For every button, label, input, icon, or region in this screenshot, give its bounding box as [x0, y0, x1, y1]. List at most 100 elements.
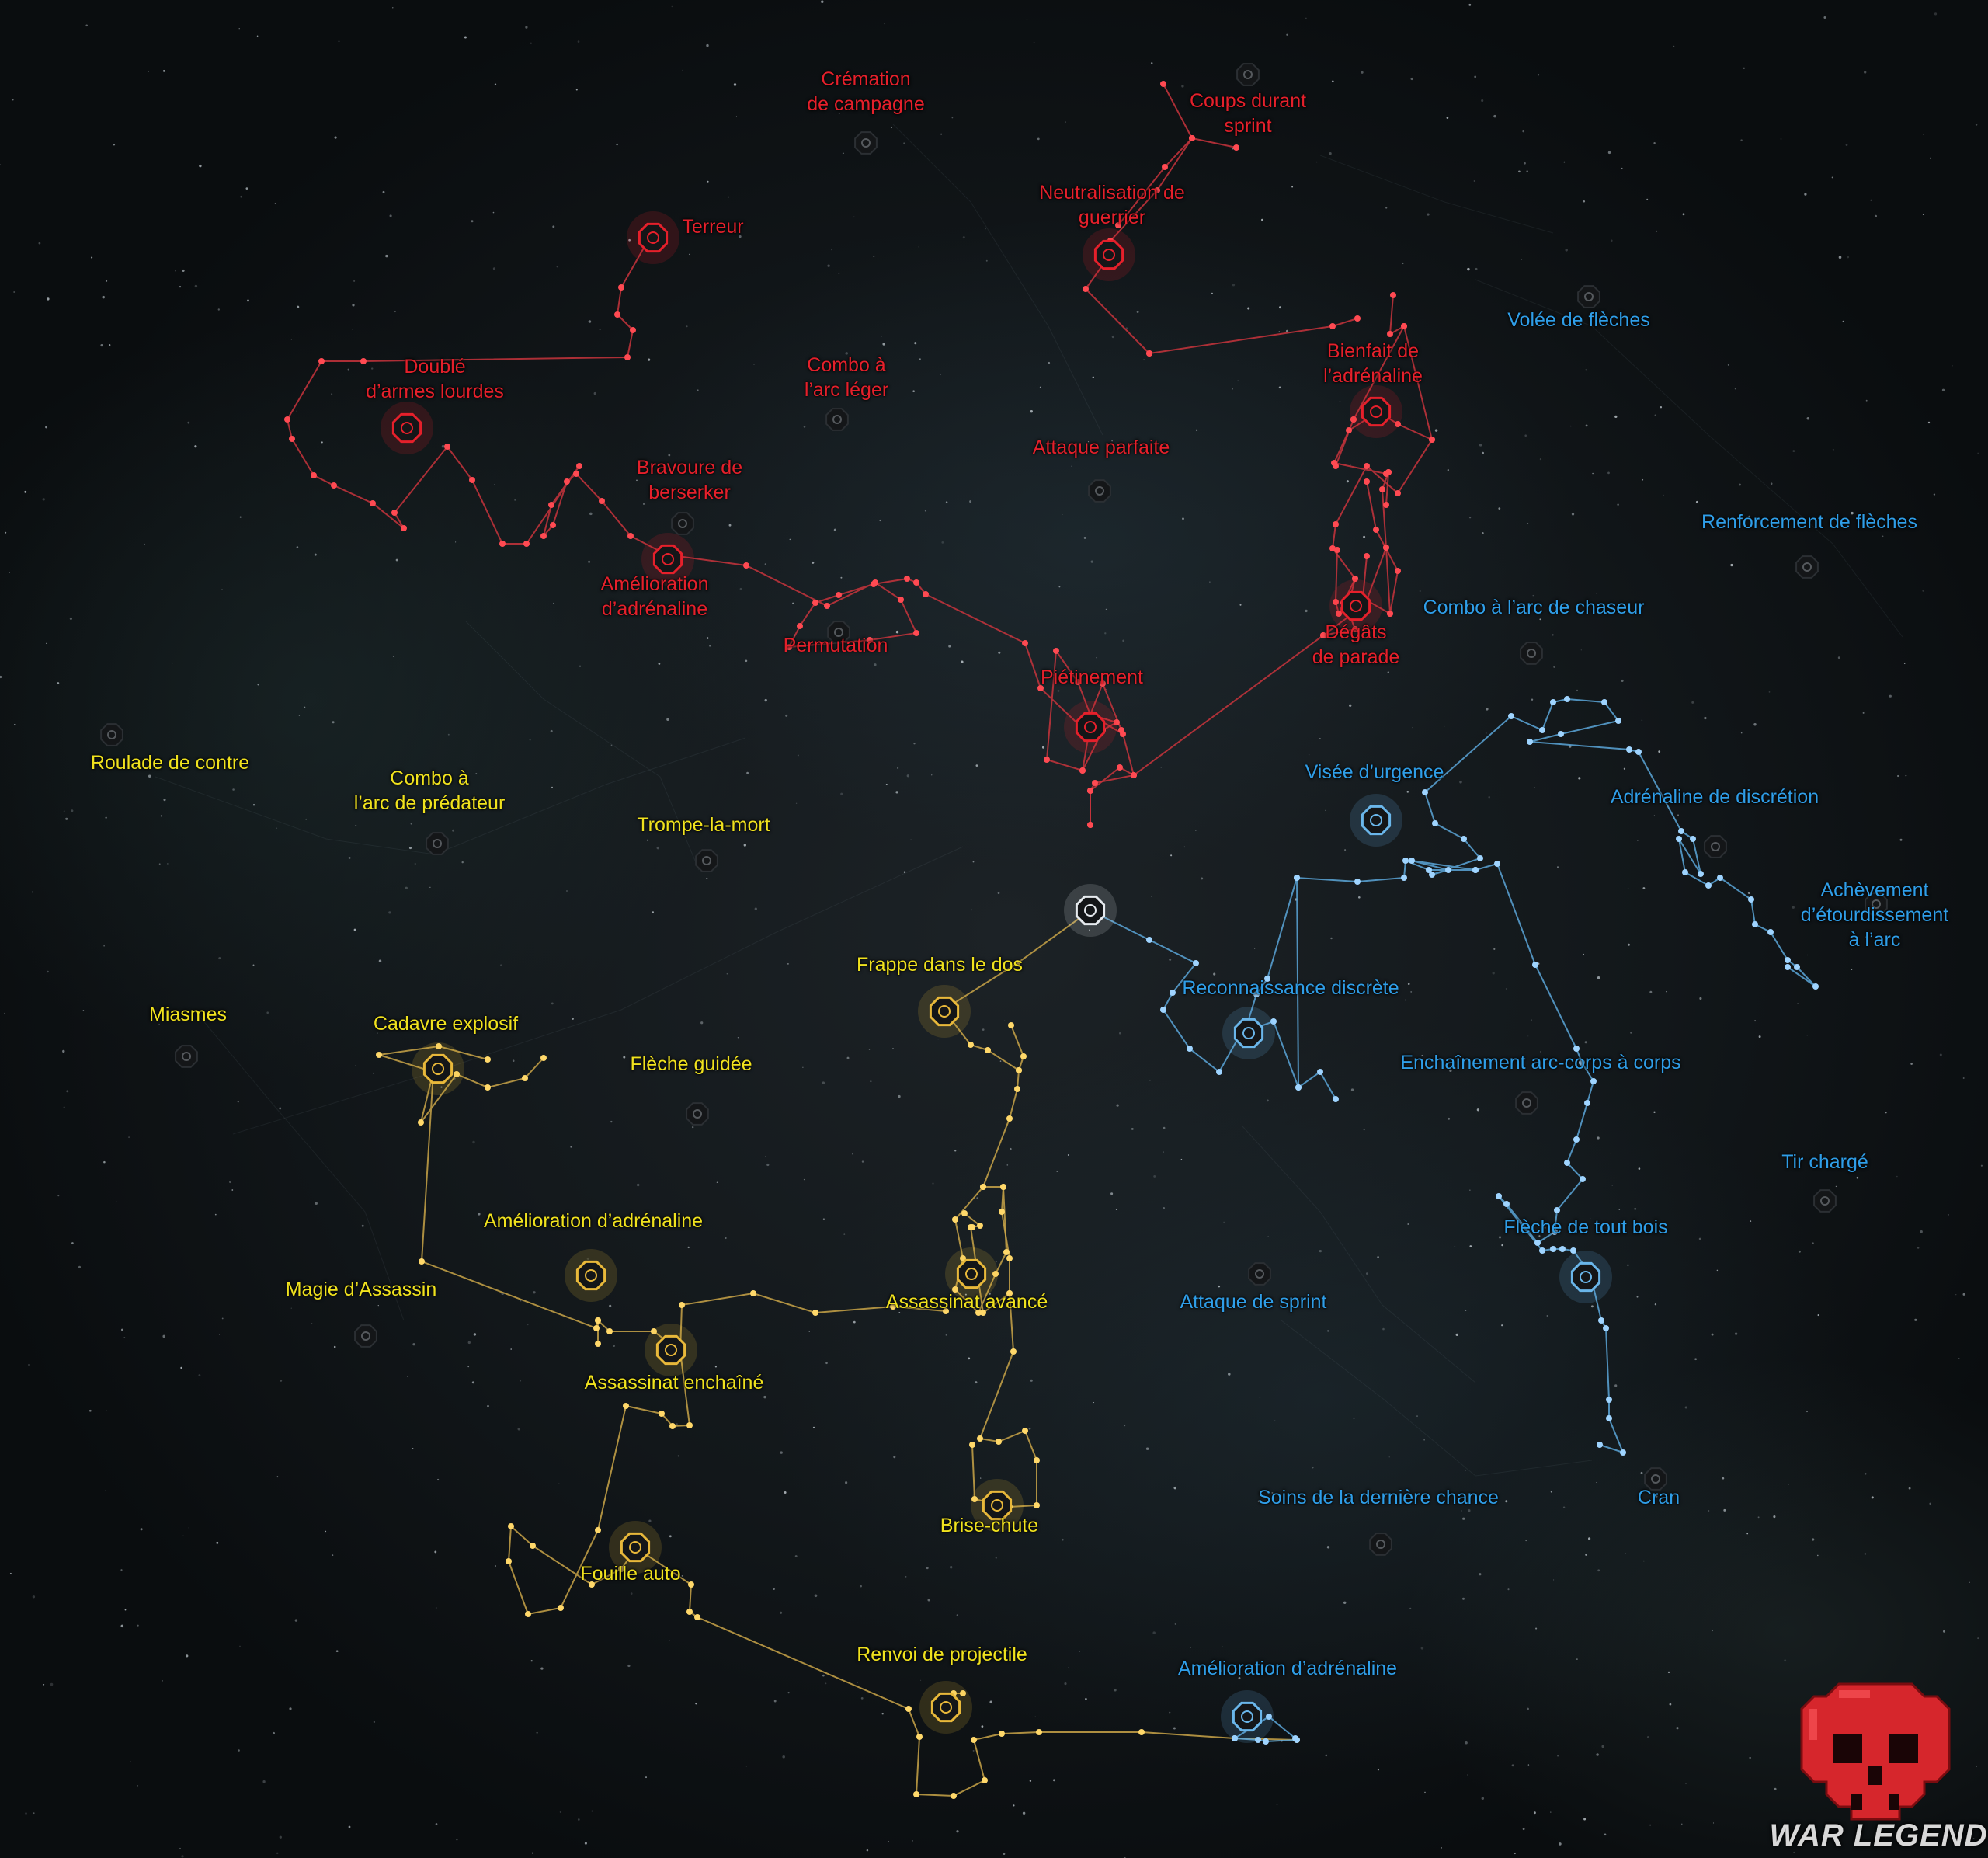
skill-label-cran[interactable]: Cran: [1638, 1485, 1680, 1510]
constellation-star: [630, 327, 636, 333]
skill-label-fleche-tout-bois[interactable]: Flèche de tout bois: [1503, 1215, 1667, 1240]
node-terreur[interactable]: [627, 211, 679, 264]
star: [1181, 85, 1184, 88]
node-amelioration-yellow[interactable]: [565, 1249, 617, 1302]
node-enchainement[interactable]: [1515, 1091, 1538, 1115]
star: [1583, 953, 1584, 955]
node-brise-chute[interactable]: [971, 1479, 1024, 1532]
node-achevement[interactable]: [1865, 892, 1888, 916]
skill-label-line: d’adrénaline: [601, 598, 708, 620]
node-degats-parade[interactable]: [1329, 579, 1382, 632]
skill-label-enchainement[interactable]: Enchaînement arc-corps à corps: [1400, 1050, 1680, 1075]
node-renforcement[interactable]: [1795, 555, 1819, 579]
skill-label-soins[interactable]: Soins de la dernière chance: [1258, 1485, 1499, 1510]
star: [47, 970, 49, 973]
skill-label-brise-chute[interactable]: Brise-chute: [940, 1513, 1038, 1538]
skill-label-fleche-guidee[interactable]: Flèche guidée: [630, 1052, 752, 1077]
star: [353, 280, 356, 282]
node-visee[interactable]: [1350, 794, 1402, 847]
skill-label-visee[interactable]: Visée d’urgence: [1305, 760, 1444, 785]
node-volee[interactable]: [1577, 285, 1600, 308]
node-fleche-tout-bois[interactable]: [1559, 1251, 1612, 1303]
skill-label-combo-chaseur[interactable]: Combo à l’arc de chaseur: [1423, 595, 1645, 620]
node-cremation[interactable]: [854, 131, 878, 155]
skill-label-pietinement[interactable]: Piétinement: [1041, 665, 1143, 690]
skill-label-reconnaissance[interactable]: Reconnaissance discrète: [1182, 976, 1399, 1000]
skill-label-frappe-dos[interactable]: Frappe dans le dos: [857, 952, 1023, 977]
skill-label-assassinat-enchaine[interactable]: Assassinat enchaîné: [585, 1370, 764, 1395]
start-node[interactable]: [1064, 884, 1117, 937]
node-assassinat-avance[interactable]: [945, 1247, 998, 1300]
node-bravoure[interactable]: [671, 512, 694, 535]
node-miasmes[interactable]: [175, 1045, 198, 1068]
node-cadavre[interactable]: [412, 1042, 464, 1095]
skill-label-terreur[interactable]: Terreur: [682, 214, 743, 239]
node-adrenaline-discretion[interactable]: [1704, 835, 1727, 858]
node-renvoi[interactable]: [919, 1681, 972, 1734]
node-coups-sprint[interactable]: [1236, 63, 1260, 86]
star: [1232, 388, 1233, 390]
node-reconnaissance[interactable]: [1222, 1007, 1275, 1059]
constellation-star: [391, 510, 398, 516]
node-trompe-mort[interactable]: [695, 849, 718, 872]
constellation-star: [1154, 187, 1160, 193]
star: [1195, 830, 1197, 832]
node-amelioration-blue[interactable]: [1221, 1690, 1274, 1743]
node-tir-charge[interactable]: [1813, 1189, 1837, 1213]
skill-label-adrenaline-discretion[interactable]: Adrénaline de discrétion: [1611, 785, 1819, 809]
node-soins[interactable]: [1369, 1533, 1392, 1556]
node-combo-chaseur[interactable]: [1520, 642, 1543, 665]
skill-label-magie-assassin[interactable]: Magie d’Assassin: [286, 1277, 437, 1302]
node-fleche-guidee[interactable]: [686, 1102, 709, 1126]
skill-label-assassinat-avance[interactable]: Assassinat avancé: [886, 1289, 1048, 1314]
star: [1565, 249, 1568, 252]
skill-label-attaque-sprint[interactable]: Attaque de sprint: [1180, 1289, 1326, 1314]
star: [577, 1818, 580, 1821]
skill-label-tir-charge[interactable]: Tir chargé: [1781, 1150, 1868, 1174]
node-combo-predateur[interactable]: [426, 832, 449, 855]
skill-label-miasmes[interactable]: Miasmes: [149, 1002, 227, 1027]
skill-label-roulade[interactable]: Roulade de contre: [91, 750, 249, 775]
node-magie-assassin[interactable]: [354, 1324, 377, 1348]
node-neutralisation[interactable]: [1083, 228, 1135, 281]
skill-label-attaque-parfaite[interactable]: Attaque parfaite: [1033, 435, 1170, 460]
constellation-star: [595, 1317, 601, 1324]
node-pietinement[interactable]: [1064, 701, 1117, 753]
node-attaque-parfaite[interactable]: [1088, 479, 1111, 503]
skill-label-cadavre[interactable]: Cadavre explosif: [374, 1011, 518, 1036]
node-permutation[interactable]: [827, 621, 850, 644]
star: [1621, 167, 1623, 169]
node-cran[interactable]: [1644, 1467, 1667, 1491]
node-assassinat-enchaine[interactable]: [645, 1324, 697, 1376]
node-attaque-sprint[interactable]: [1248, 1262, 1271, 1286]
constellation-star: [688, 1581, 694, 1588]
constellation-star: [1264, 976, 1270, 982]
node-double-armes[interactable]: [381, 402, 433, 454]
skill-label-permutation[interactable]: Permutation: [784, 633, 888, 658]
node-fouille-auto[interactable]: [609, 1521, 662, 1574]
skill-label-amelioration-yellow[interactable]: Amélioration d’adrénaline: [484, 1209, 703, 1233]
node-amelioration-red[interactable]: [641, 533, 694, 586]
node-combo-arc-leger[interactable]: [825, 408, 849, 431]
skill-label-trompe-mort[interactable]: Trompe-la-mort: [637, 812, 770, 837]
node-frappe-dos[interactable]: [918, 985, 971, 1038]
skill-label-fouille-auto[interactable]: Fouille auto: [580, 1561, 680, 1586]
skill-label-renvoi[interactable]: Renvoi de projectile: [857, 1642, 1027, 1667]
node-bienfait[interactable]: [1350, 385, 1402, 438]
node-roulade[interactable]: [100, 723, 123, 746]
skill-label-renforcement[interactable]: Renforcement de flèches: [1701, 510, 1917, 534]
star: [802, 1066, 804, 1068]
skill-label-volee[interactable]: Volée de flèches: [1507, 308, 1649, 332]
skill-label-amelioration-blue[interactable]: Amélioration d’adrénaline: [1178, 1656, 1397, 1681]
